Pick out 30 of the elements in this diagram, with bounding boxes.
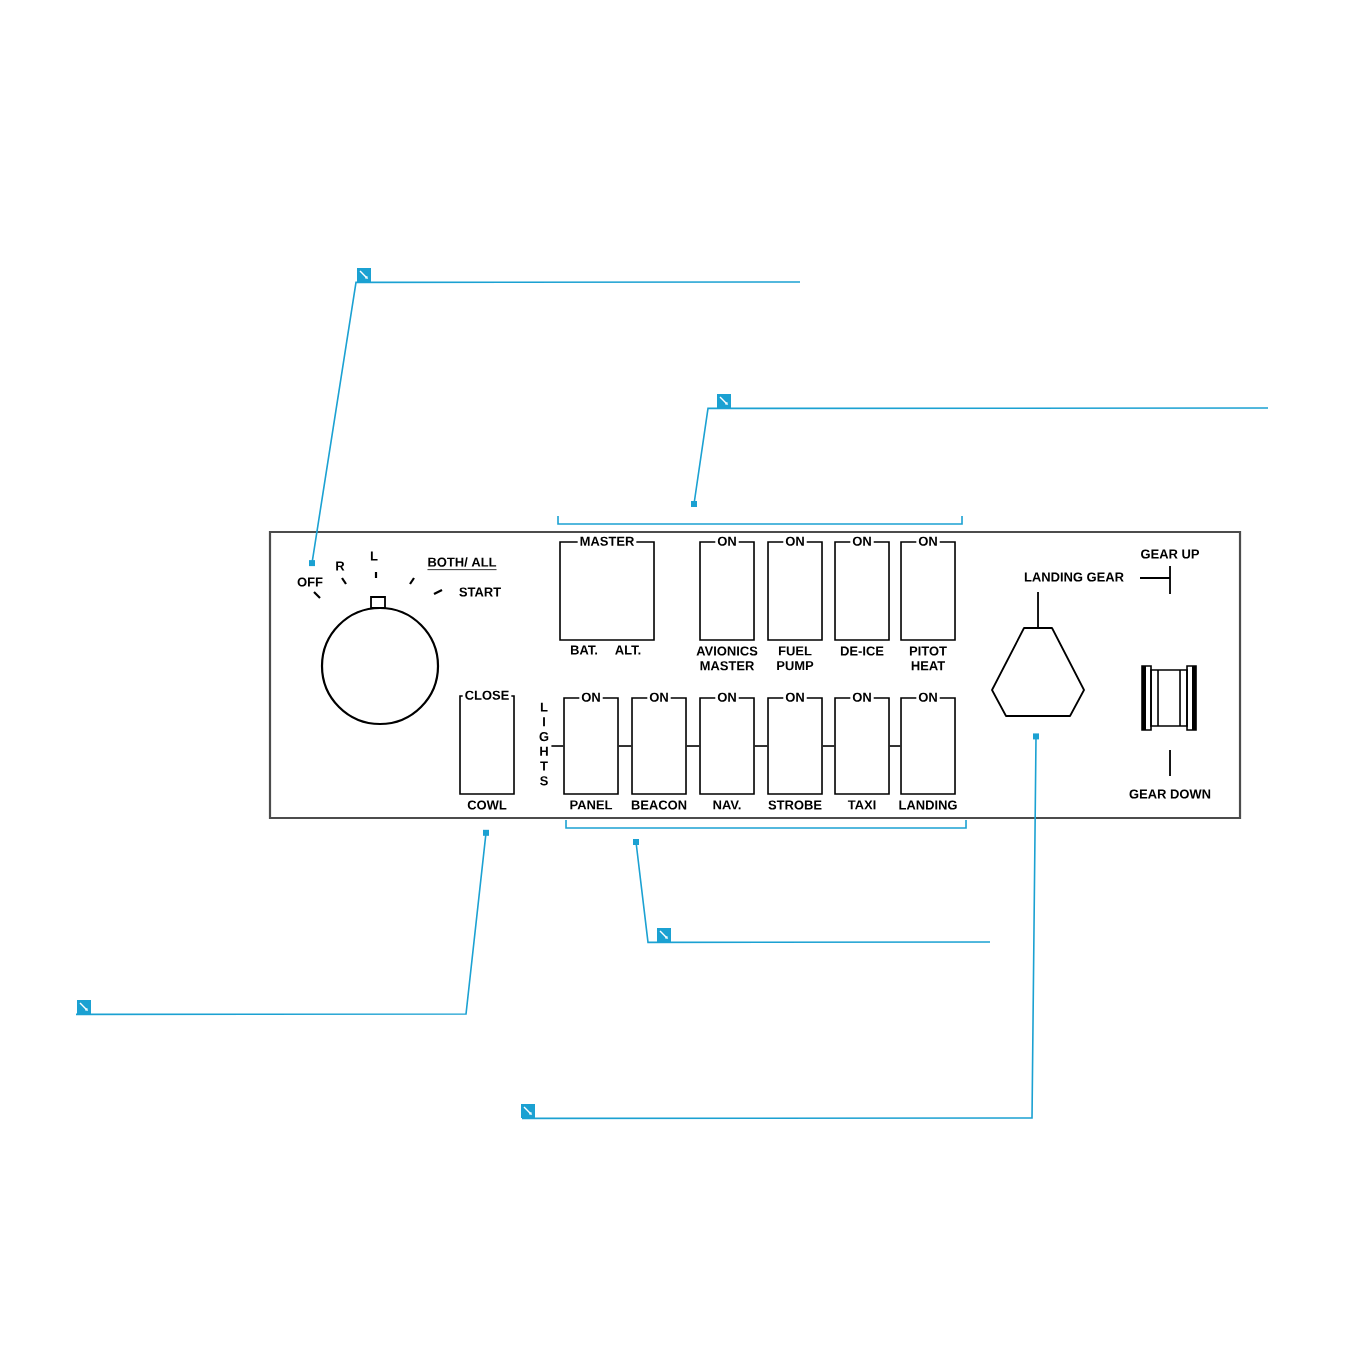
- landing-gear-handle: [991, 591, 1085, 717]
- connector-line: [822, 745, 835, 747]
- callout-icon: [657, 928, 671, 942]
- callout-icon: [521, 1104, 535, 1118]
- connector-line: [618, 745, 632, 747]
- gear-position-indicator: [1139, 565, 1197, 777]
- toggle-switch: [459, 688, 515, 810]
- leader-line: [691, 407, 1269, 507]
- leader-line: [75, 829, 489, 1016]
- connector-line: [686, 745, 700, 747]
- leader-line: [309, 281, 801, 567]
- connector-line: [754, 745, 768, 747]
- toggle-switch: [767, 690, 823, 810]
- toggle-switch: [563, 690, 619, 810]
- toggle-switch: [699, 690, 755, 810]
- toggle-switch: [767, 534, 823, 671]
- toggle-switch: [900, 534, 956, 671]
- callout-icon: [357, 268, 371, 282]
- toggle-switch: [834, 534, 890, 656]
- connector-line: [889, 745, 901, 747]
- callout-icon: [77, 1000, 91, 1014]
- leader-line: [521, 733, 1039, 1120]
- toggle-switch: [899, 690, 957, 810]
- callout-icon: [717, 394, 731, 408]
- connector-line: [550, 745, 564, 747]
- toggle-switch: [834, 690, 890, 810]
- toggle-switch: [631, 690, 687, 810]
- toggle-switch: [696, 534, 758, 671]
- leader-line: [633, 839, 991, 944]
- toggle-switch: [559, 534, 655, 655]
